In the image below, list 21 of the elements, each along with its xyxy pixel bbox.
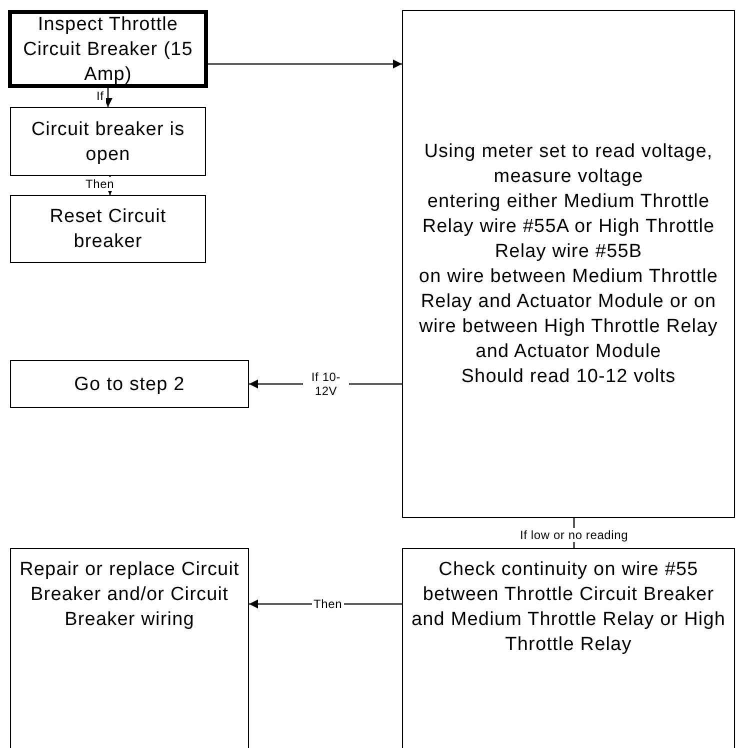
edge-label: If low or no reading xyxy=(518,528,630,542)
process-box xyxy=(8,10,208,88)
edge-label: Then xyxy=(312,597,344,611)
node-text: Reset Circuit breaker xyxy=(48,205,168,254)
process-box xyxy=(10,548,249,748)
edge-label: If 10-12V xyxy=(303,370,349,398)
node-text: Circuit breaker is open xyxy=(30,118,186,166)
arrow xyxy=(208,60,402,68)
node-text: on wire between Medium Throttle Relay and Actuator Module or on wire between High Throttle Relay and Actuator Module xyxy=(418,265,720,364)
condition-box xyxy=(10,107,206,176)
edge-label: If xyxy=(94,89,106,103)
node-text: Repair or replace Circuit Breaker and/or Circuit Breaker wiring xyxy=(18,558,240,632)
arrow xyxy=(104,88,112,107)
process-box xyxy=(10,360,249,408)
node-text: Go to step 2 xyxy=(74,372,185,396)
process-box xyxy=(402,548,735,748)
node-text: Should read 10-12 volts xyxy=(461,365,676,389)
node-text: Inspect Throttle Circuit Breaker (15 Amp) xyxy=(22,12,194,86)
process-box xyxy=(10,195,206,263)
node-text: Check continuity on wire #55 between Throttle Circuit Breaker and Medium Throttle Relay or High Throttle Relay xyxy=(410,558,727,657)
process-box xyxy=(402,10,735,518)
